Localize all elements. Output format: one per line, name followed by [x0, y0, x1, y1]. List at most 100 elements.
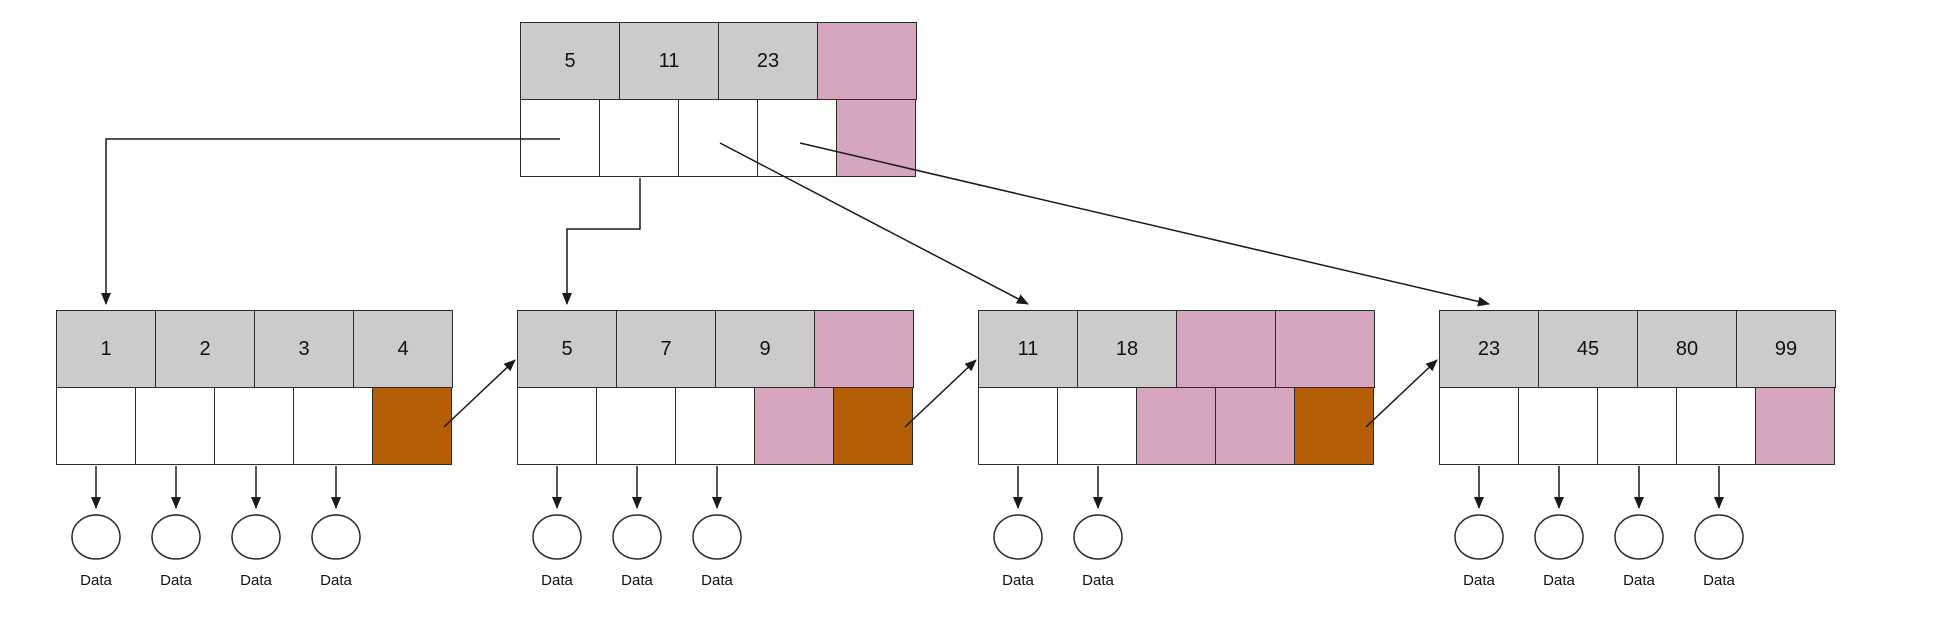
next-leaf-pointer-cell	[1294, 387, 1374, 465]
data-circle	[1614, 514, 1664, 560]
pointer-row	[520, 99, 917, 177]
empty-key-cell	[1275, 310, 1375, 388]
pointer-row	[978, 387, 1375, 465]
key-cell: 4	[353, 310, 453, 388]
data-label: Data	[621, 572, 653, 589]
record-pointer-cell	[1676, 387, 1756, 465]
key-cell: 3	[254, 310, 354, 388]
key-cell: 5	[520, 22, 620, 100]
data-label: Data	[541, 572, 573, 589]
key-cell: 18	[1077, 310, 1177, 388]
data-label: Data	[1002, 572, 1034, 589]
data-record: Data	[151, 514, 201, 589]
child-pointer-cell	[678, 99, 758, 177]
data-circle	[151, 514, 201, 560]
data-circle	[1534, 514, 1584, 560]
record-pointer-cell	[135, 387, 215, 465]
key-cell: 11	[978, 310, 1078, 388]
data-record: Data	[231, 514, 281, 589]
data-circle	[993, 514, 1043, 560]
pointer-row	[56, 387, 453, 465]
key-cell: 5	[517, 310, 617, 388]
data-record: Data	[1073, 514, 1123, 589]
key-cell: 9	[715, 310, 815, 388]
leaf-2-next-arrow	[904, 359, 977, 428]
data-circle	[1454, 514, 1504, 560]
record-pointer-cell	[675, 387, 755, 465]
record-pointer-cell	[293, 387, 373, 465]
next-leaf-pointer-cell	[372, 387, 452, 465]
next-leaf-pointer-cell	[833, 387, 913, 465]
record-pointer-cell	[1057, 387, 1137, 465]
key-cell: 2	[155, 310, 255, 388]
record-pointer-cell	[1518, 387, 1598, 465]
root-to-leaf-2-arrow	[562, 178, 641, 305]
empty-pointer-cell	[1215, 387, 1295, 465]
key-cell: 11	[619, 22, 719, 100]
data-record: Data	[1614, 514, 1664, 589]
data-label: Data	[701, 572, 733, 589]
data-record: Data	[993, 514, 1043, 589]
key-cell: 1	[56, 310, 156, 388]
child-pointer-cell	[599, 99, 679, 177]
child-pointer-cell	[520, 99, 600, 177]
empty-key-cell	[814, 310, 914, 388]
empty-key-cell	[817, 22, 917, 100]
leaf-1-next-arrow	[443, 359, 516, 428]
pointer-row	[517, 387, 914, 465]
data-circle	[71, 514, 121, 560]
record-pointer-cell	[978, 387, 1058, 465]
data-circle	[532, 514, 582, 560]
data-label: Data	[80, 572, 112, 589]
key-cell: 7	[616, 310, 716, 388]
data-label: Data	[1703, 572, 1735, 589]
data-circle	[612, 514, 662, 560]
empty-pointer-cell	[1755, 387, 1835, 465]
child-pointer-cell	[757, 99, 837, 177]
record-pointer-cell	[596, 387, 676, 465]
record-pointer-cell	[1439, 387, 1519, 465]
data-record: Data	[311, 514, 361, 589]
record-pointer-cell	[214, 387, 294, 465]
data-circle	[1073, 514, 1123, 560]
data-circle	[1694, 514, 1744, 560]
key-cell: 23	[718, 22, 818, 100]
data-label: Data	[1082, 572, 1114, 589]
data-label: Data	[1623, 572, 1655, 589]
data-record: Data	[1694, 514, 1744, 589]
root-to-leaf-1-arrow	[101, 138, 560, 305]
data-record: Data	[1454, 514, 1504, 589]
data-label: Data	[240, 572, 272, 589]
empty-pointer-cell	[754, 387, 834, 465]
empty-key-cell	[1176, 310, 1276, 388]
key-cell: 45	[1538, 310, 1638, 388]
key-cell: 80	[1637, 310, 1737, 388]
data-label: Data	[160, 572, 192, 589]
record-pointer-cell	[1597, 387, 1677, 465]
empty-pointer-cell	[836, 99, 916, 177]
empty-pointer-cell	[1136, 387, 1216, 465]
data-circle	[311, 514, 361, 560]
pointer-row	[1439, 387, 1836, 465]
data-record: Data	[1534, 514, 1584, 589]
data-label: Data	[1543, 572, 1575, 589]
data-label: Data	[320, 572, 352, 589]
key-cell: 99	[1736, 310, 1836, 388]
record-pointer-cell	[56, 387, 136, 465]
record-pointer-cell	[517, 387, 597, 465]
data-circle	[231, 514, 281, 560]
data-record: Data	[532, 514, 582, 589]
data-circle	[692, 514, 742, 560]
key-cell: 23	[1439, 310, 1539, 388]
